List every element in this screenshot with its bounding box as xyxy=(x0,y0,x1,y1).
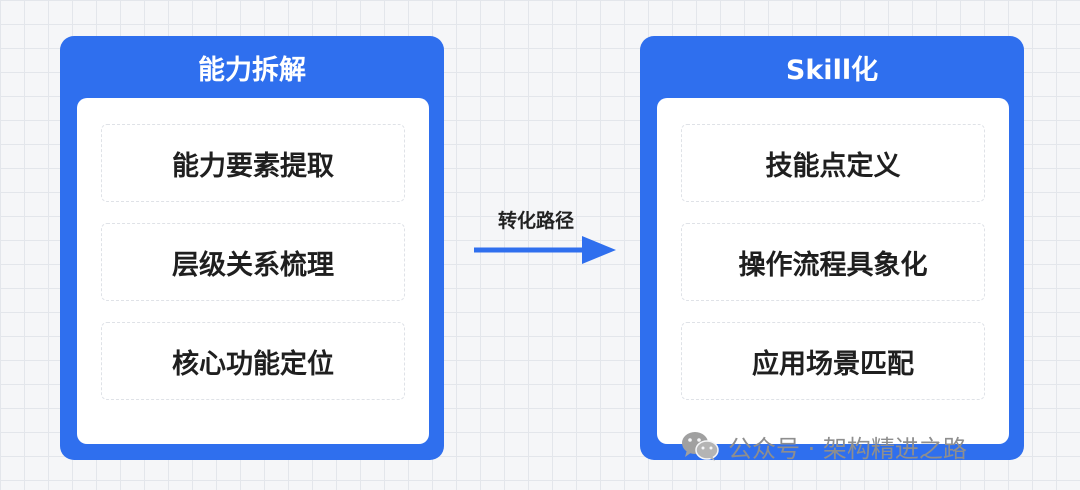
list-item: 操作流程具象化 xyxy=(681,223,985,301)
right-panel-title: Skill化 xyxy=(785,54,879,86)
connector-label: 转化路径 xyxy=(497,210,574,232)
list-item: 技能点定义 xyxy=(681,124,985,202)
list-item: 应用场景匹配 xyxy=(681,322,985,400)
wechat-icon xyxy=(682,432,719,461)
watermark-text: 公众号 · 架构精进之路 xyxy=(728,434,967,463)
list-item: 能力要素提取 xyxy=(101,124,405,202)
arrow-right-icon xyxy=(474,236,616,264)
left-panel: 能力拆解 能力要素提取 层级关系梳理 核心功能定位 xyxy=(60,36,444,460)
right-panel: Skill化 技能点定义 操作流程具象化 应用场景匹配 xyxy=(640,36,1024,460)
left-panel-title: 能力拆解 xyxy=(198,54,306,86)
right-panel-list: 技能点定义 操作流程具象化 应用场景匹配 xyxy=(657,98,1009,444)
list-item: 层级关系梳理 xyxy=(101,223,405,301)
list-item: 核心功能定位 xyxy=(101,322,405,400)
left-panel-list: 能力要素提取 层级关系梳理 核心功能定位 xyxy=(77,98,429,444)
watermark: 公众号 · 架构精进之路 xyxy=(680,426,967,466)
